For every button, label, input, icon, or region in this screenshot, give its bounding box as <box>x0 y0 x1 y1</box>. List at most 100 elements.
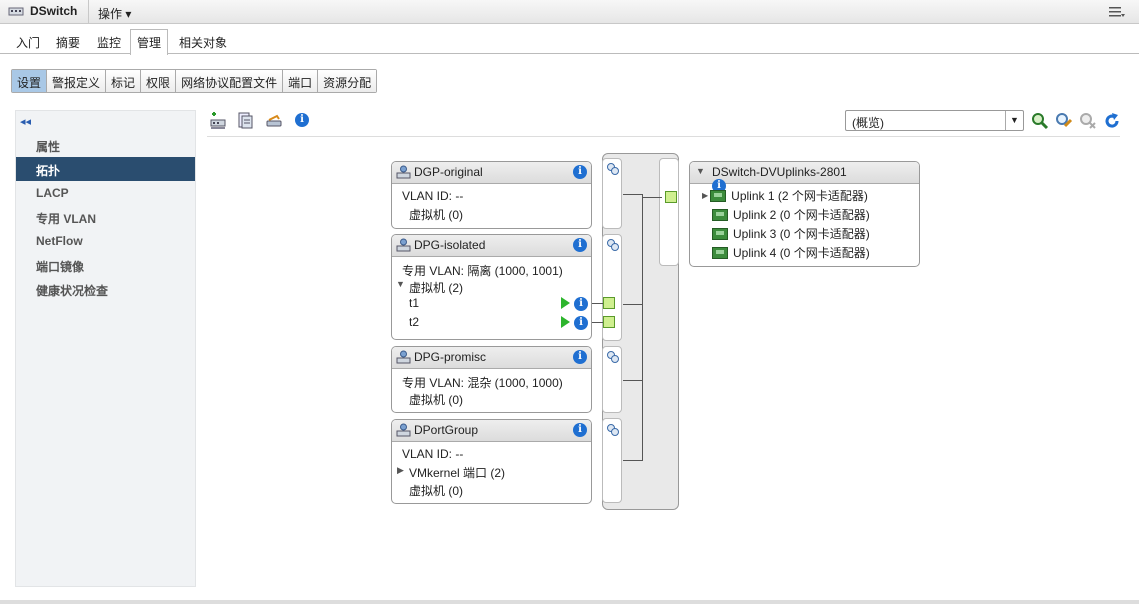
uplink-item[interactable]: Uplink 4 (0 个网卡适配器) <box>712 244 870 261</box>
bus-slot <box>602 234 622 341</box>
vm-count: 虚拟机 (0) <box>409 393 464 407</box>
uplink-item[interactable]: Uplink 2 (0 个网卡适配器) <box>712 206 870 223</box>
subtab-settings[interactable]: 设置 <box>12 70 48 92</box>
portgroup-port-icon <box>607 424 619 436</box>
vm-port[interactable] <box>603 316 615 328</box>
distributed-switch-bus <box>602 153 679 510</box>
nic-icon <box>712 246 728 259</box>
portgroup-card[interactable]: DPortGroup i VLAN ID: -- ▶ VMkernel 端口 (… <box>391 419 592 504</box>
bus-uplink-slot <box>659 158 679 266</box>
vm-count: 虚拟机 (0) <box>409 208 464 222</box>
toolbar-info-icon[interactable]: i <box>295 113 309 127</box>
tab-related-objects[interactable]: 相关对象 <box>179 36 228 50</box>
view-select[interactable]: (概览) ▼ <box>845 110 1024 131</box>
vm-connector-line <box>592 322 604 323</box>
vm-port[interactable] <box>603 297 615 309</box>
info-icon[interactable]: i <box>573 350 587 364</box>
subtab-network-protocol-profiles[interactable]: 网络协议配置文件 <box>176 70 284 92</box>
nic-icon <box>712 227 728 240</box>
collapse-nav-button[interactable]: ◂◂ <box>20 116 32 128</box>
portgroup-port-icon <box>607 239 619 251</box>
vm-name[interactable]: t1 <box>409 296 420 310</box>
search-icon[interactable] <box>1031 112 1049 130</box>
uplink-port[interactable] <box>665 191 677 203</box>
nav-item-lacp[interactable]: LACP <box>36 186 69 200</box>
menu-icon[interactable] <box>1107 5 1125 19</box>
app-title: DSwitch <box>8 4 77 18</box>
nav-item-health-check[interactable]: 健康状况检查 <box>36 284 109 298</box>
portgroup-name: DPG-isolated <box>414 238 486 252</box>
nav-item-port-mirroring[interactable]: 端口镜像 <box>36 260 85 274</box>
clear-filter-icon[interactable] <box>1079 112 1097 130</box>
uplink-header: ▼ DSwitch-DVUplinks-2801 i <box>690 162 919 193</box>
bus-slot <box>602 418 622 503</box>
app-name: DSwitch <box>30 4 78 18</box>
subtab-resource-allocation[interactable]: 资源分配 <box>318 70 377 92</box>
uplink-item[interactable]: Uplink 3 (0 个网卡适配器) <box>712 225 870 242</box>
vlan-id: VLAN ID: -- <box>402 189 464 203</box>
portgroup-card[interactable]: DPG-promisc i 专用 VLAN: 混杂 (1000, 1000) 虚… <box>391 346 592 413</box>
chevron-down-icon[interactable]: ▼ <box>1005 111 1023 130</box>
powered-on-icon <box>561 316 570 328</box>
manage-portgroups-icon[interactable] <box>237 112 255 130</box>
nic-icon <box>712 208 728 221</box>
info-icon[interactable]: i <box>573 423 587 437</box>
subtab-permissions[interactable]: 权限 <box>141 70 177 92</box>
subtab-ports[interactable]: 端口 <box>283 70 319 92</box>
portgroup-header: DGP-original i <box>392 162 591 184</box>
tab-summary[interactable]: 摘要 <box>56 36 81 50</box>
subtab-alarm-definitions[interactable]: 警报定义 <box>47 70 107 92</box>
uplink-portgroup-card[interactable]: ▼ DSwitch-DVUplinks-2801 i ▶ Uplink 1 (2… <box>689 161 920 267</box>
uplink-label: Uplink 1 (2 个网卡适配器) <box>731 189 868 203</box>
portgroup-name: DPG-promisc <box>414 350 487 364</box>
sub-tabs: 设置 警报定义 标记 权限 网络协议配置文件 端口 资源分配 <box>11 69 378 93</box>
portgroup-card[interactable]: DGP-original i VLAN ID: -- 虚拟机 (0) <box>391 161 592 229</box>
vm-info-icon[interactable]: i <box>574 316 588 330</box>
vm-name[interactable]: t2 <box>409 315 420 329</box>
nav-item-properties[interactable]: 属性 <box>36 140 61 154</box>
bus-slot <box>602 346 622 413</box>
nav-item-netflow[interactable]: NetFlow <box>36 234 83 248</box>
divider <box>88 0 89 24</box>
tab-manage[interactable]: 管理 <box>130 29 169 55</box>
expand-icon[interactable]: ▶ <box>397 465 404 475</box>
settings-nav: ◂◂ 属性 拓扑 LACP 专用 VLAN NetFlow 端口镜像 健康状况检… <box>15 110 196 587</box>
vm-info-icon[interactable]: i <box>574 297 588 311</box>
connector-line <box>623 194 643 195</box>
actions-menu[interactable]: 操作 ▾ <box>98 7 132 21</box>
portgroup-header: DPG-isolated i <box>392 235 591 257</box>
uplink-item[interactable]: ▶ Uplink 1 (2 个网卡适配器) <box>702 187 868 204</box>
vm-count: 虚拟机 (0) <box>409 484 464 498</box>
tab-getting-started[interactable]: 入门 <box>16 36 41 50</box>
add-host-icon[interactable] <box>209 112 227 130</box>
subtab-tags[interactable]: 标记 <box>106 70 142 92</box>
connector-line <box>623 304 643 305</box>
info-icon[interactable]: i <box>573 165 587 179</box>
uplink-portgroup-name: DSwitch-DVUplinks-2801 <box>712 165 847 179</box>
portgroup-header: DPG-promisc i <box>392 347 591 369</box>
filter-edit-icon[interactable] <box>1055 112 1073 130</box>
portgroup-name: DPortGroup <box>414 423 479 437</box>
nav-item-private-vlan[interactable]: 专用 VLAN <box>36 212 97 226</box>
migrate-network-icon[interactable] <box>265 112 283 130</box>
nav-item-topology[interactable]: 拓扑 <box>16 157 195 181</box>
portgroup-card[interactable]: DPG-isolated i 专用 VLAN: 隔离 (1000, 1001) … <box>391 234 592 340</box>
portgroup-port-icon <box>607 351 619 363</box>
tab-monitor[interactable]: 监控 <box>97 36 122 50</box>
expand-icon[interactable]: ▶ <box>702 191 709 200</box>
collapse-icon[interactable]: ▼ <box>396 279 405 289</box>
uplink-label: Uplink 3 (0 个网卡适配器) <box>733 227 870 241</box>
collapse-icon[interactable]: ▼ <box>696 166 705 176</box>
refresh-icon[interactable] <box>1103 112 1121 130</box>
portgroup-icon <box>396 238 411 252</box>
vm-count: 虚拟机 (2) <box>409 281 464 295</box>
uplink-label: Uplink 4 (0 个网卡适配器) <box>733 246 870 260</box>
portgroup-port-icon <box>607 163 619 175</box>
portgroup-name: DGP-original <box>414 165 483 179</box>
connector-line <box>623 380 643 381</box>
portgroup-icon <box>396 165 411 179</box>
info-icon[interactable]: i <box>573 238 587 252</box>
connector-line <box>642 197 662 198</box>
portgroup-icon <box>396 423 411 437</box>
vm-connector-line <box>592 303 604 304</box>
